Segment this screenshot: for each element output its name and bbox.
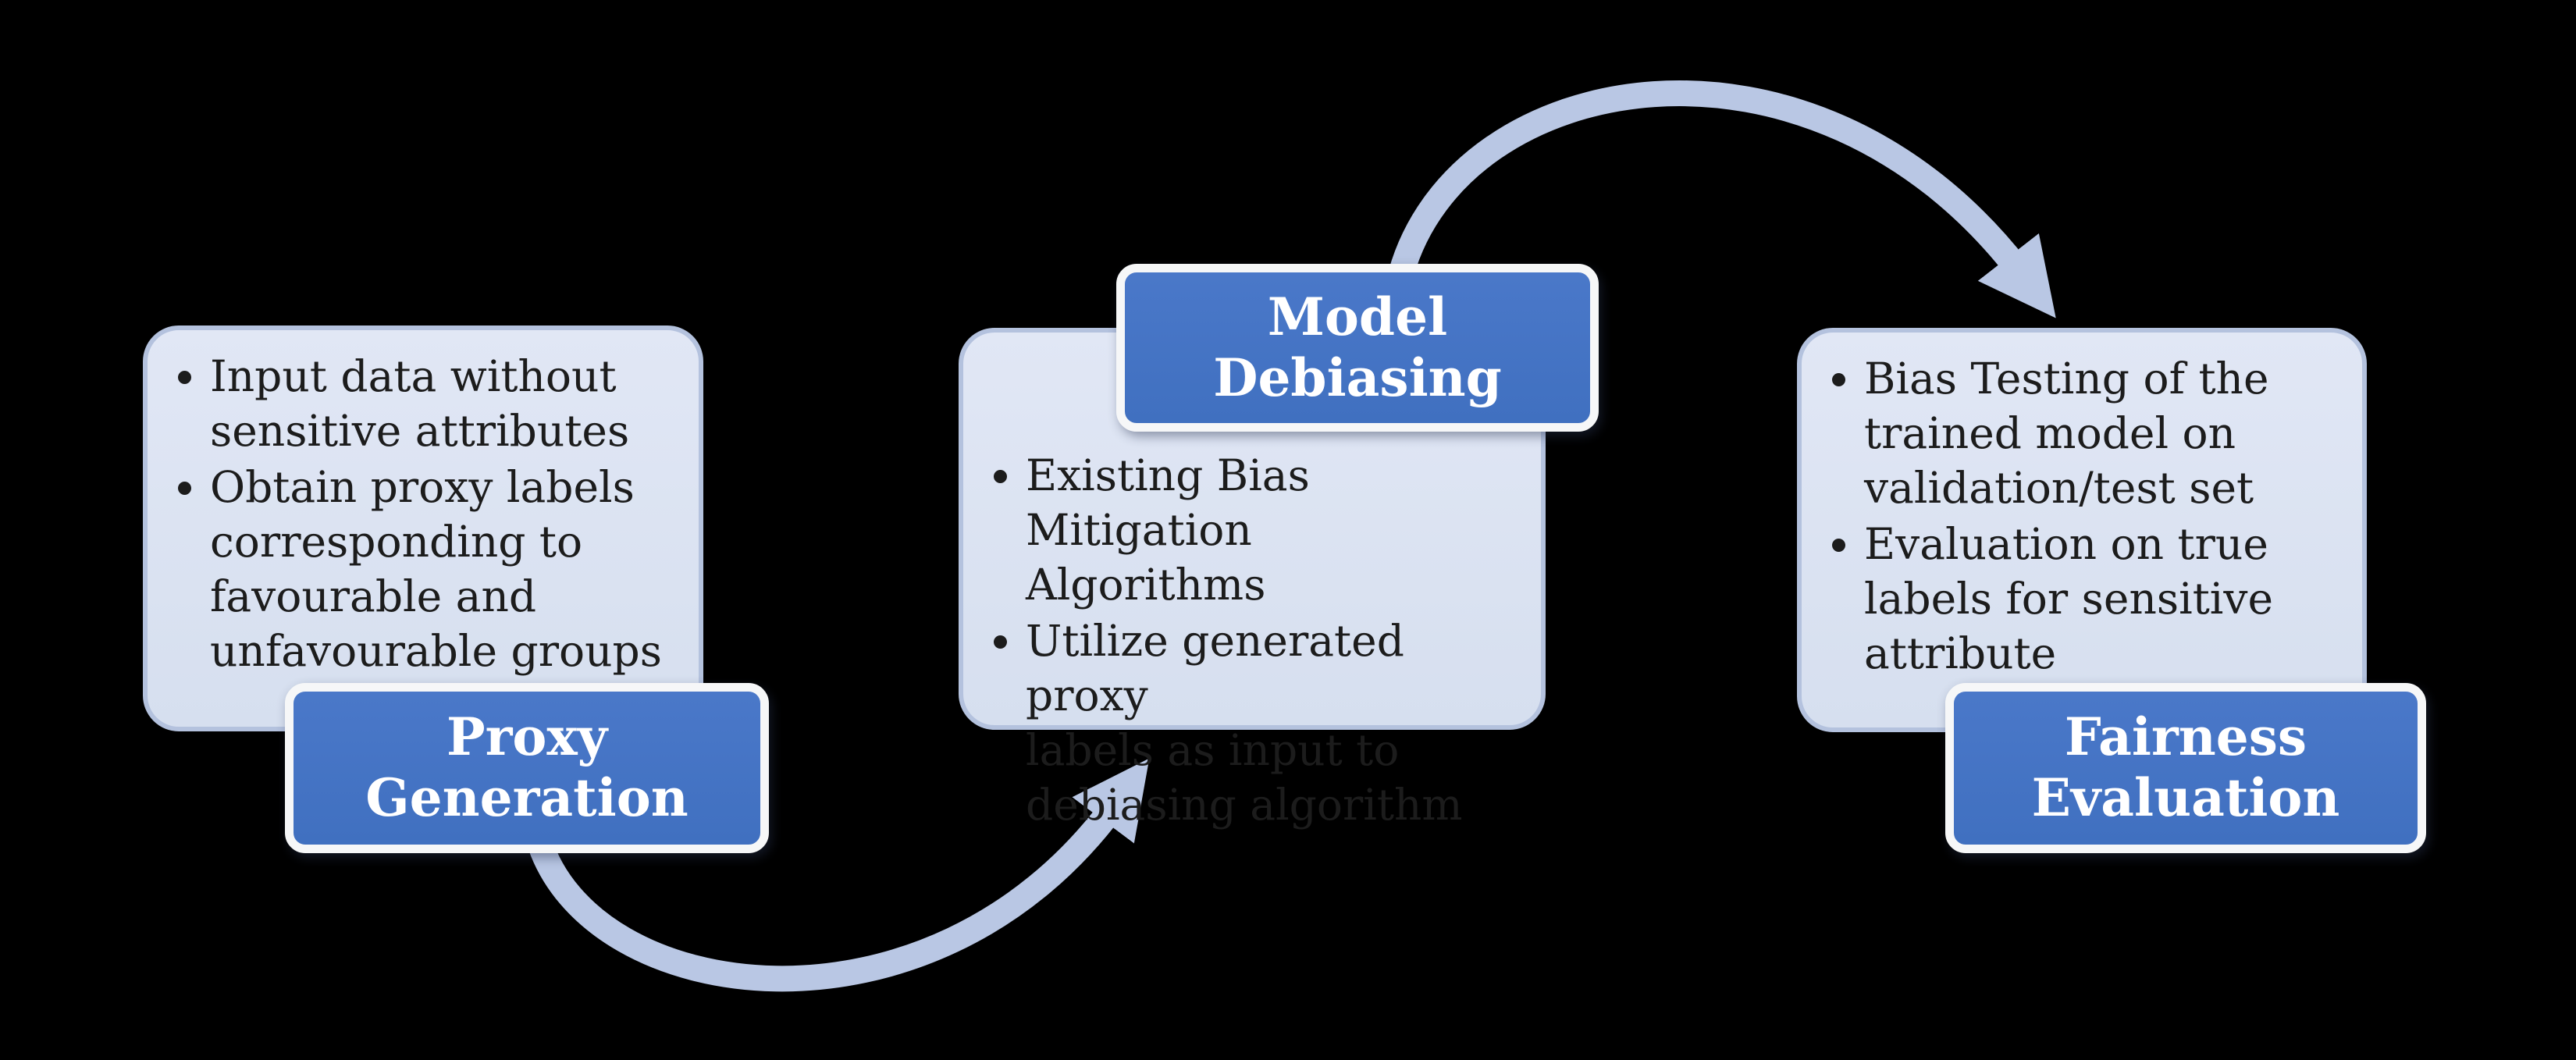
bullet-item: Evaluation on true labels for sensitive …	[1864, 517, 2331, 681]
fairness-evaluation-bullet-list: Bias Testing of the trained model on val…	[1802, 333, 2362, 681]
arrow-proxy-generation-to-model-debiasing	[526, 758, 1150, 992]
bullet-item: Bias Testing of the trained model on val…	[1864, 351, 2331, 515]
fairness-evaluation-content-box: Bias Testing of the trained model on val…	[1797, 328, 2367, 732]
model-debiasing-title-box: Model Debiasing	[1116, 264, 1599, 432]
bullet-item: Input data without sensitive attributes	[210, 349, 677, 458]
fairness-evaluation-title-box: Fairness Evaluation	[1945, 683, 2426, 853]
arrow-model-debiasing-to-fairness-evaluation	[1389, 80, 2056, 318]
proxy-generation-content-box: Input data without sensitive attributes …	[143, 325, 703, 731]
proxy-generation-title-box: Proxy Generation	[285, 683, 769, 853]
bullet-item: Obtain proxy labels corresponding to fav…	[210, 460, 677, 678]
bullet-item: Utilize generated proxy labels as input …	[1026, 614, 1510, 832]
bullet-item: Existing Bias Mitigation Algorithms	[1026, 448, 1510, 612]
proxy-generation-bullet-list: Input data without sensitive attributes …	[148, 330, 699, 678]
